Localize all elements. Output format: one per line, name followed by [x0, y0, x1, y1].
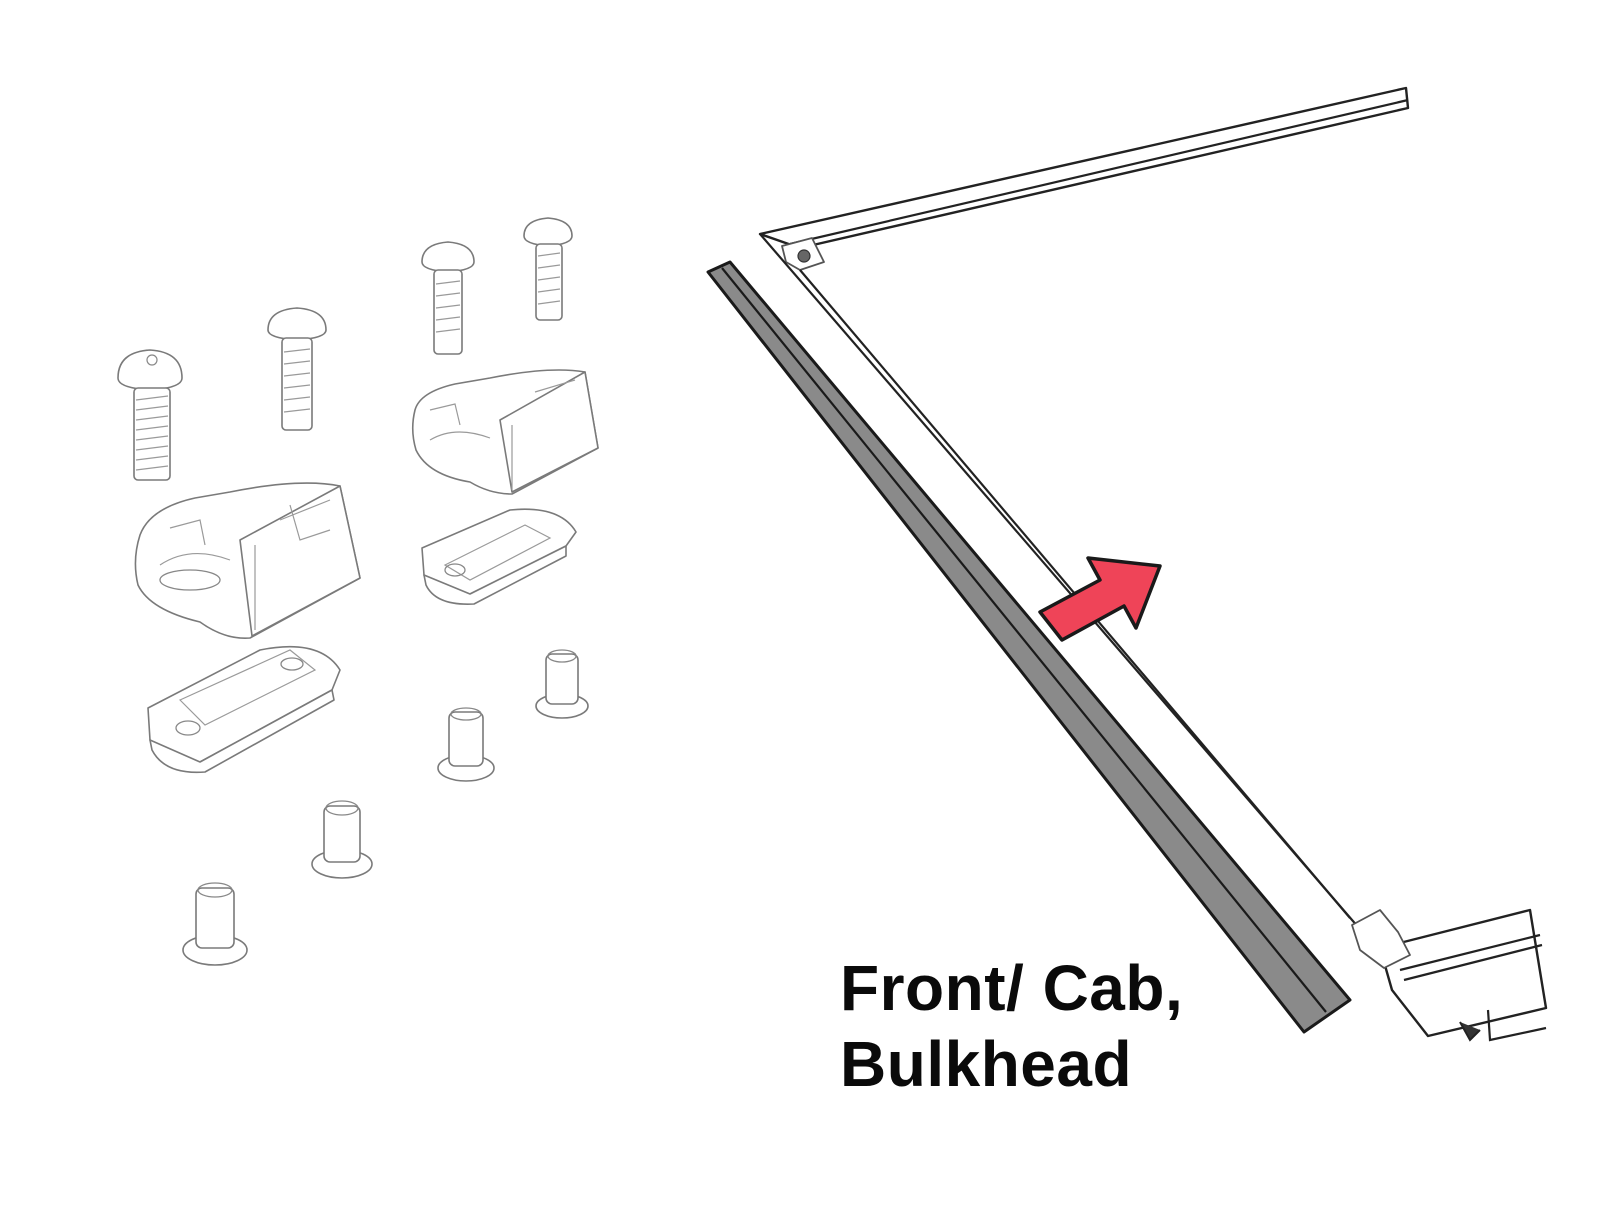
label-line-2: Bulkhead — [840, 1028, 1133, 1100]
bulkhead-label: Front/ Cab, Bulkhead — [840, 950, 1183, 1102]
crossbar-rail-top — [758, 86, 1410, 271]
rivet-nut-icon — [311, 800, 373, 879]
bolt-icon — [421, 241, 475, 355]
bolt-icon — [267, 307, 327, 431]
mounting-block-icon — [411, 369, 599, 495]
crossbar-rail-bottom — [1351, 908, 1548, 1042]
base-plate-icon — [147, 645, 341, 774]
base-plate-icon — [421, 508, 577, 605]
side-rail — [759, 233, 1366, 936]
rivet-nut-icon — [535, 649, 589, 719]
rivet-nut-icon — [437, 707, 495, 782]
rivet-nut-icon — [182, 882, 248, 966]
mounting-block-icon — [134, 482, 361, 639]
bolt-icon — [523, 217, 573, 321]
label-line-1: Front/ Cab, — [840, 952, 1184, 1024]
bulkhead-strip — [706, 260, 1352, 1034]
bolt-icon — [117, 349, 183, 481]
direction-arrow-icon — [1038, 556, 1162, 642]
